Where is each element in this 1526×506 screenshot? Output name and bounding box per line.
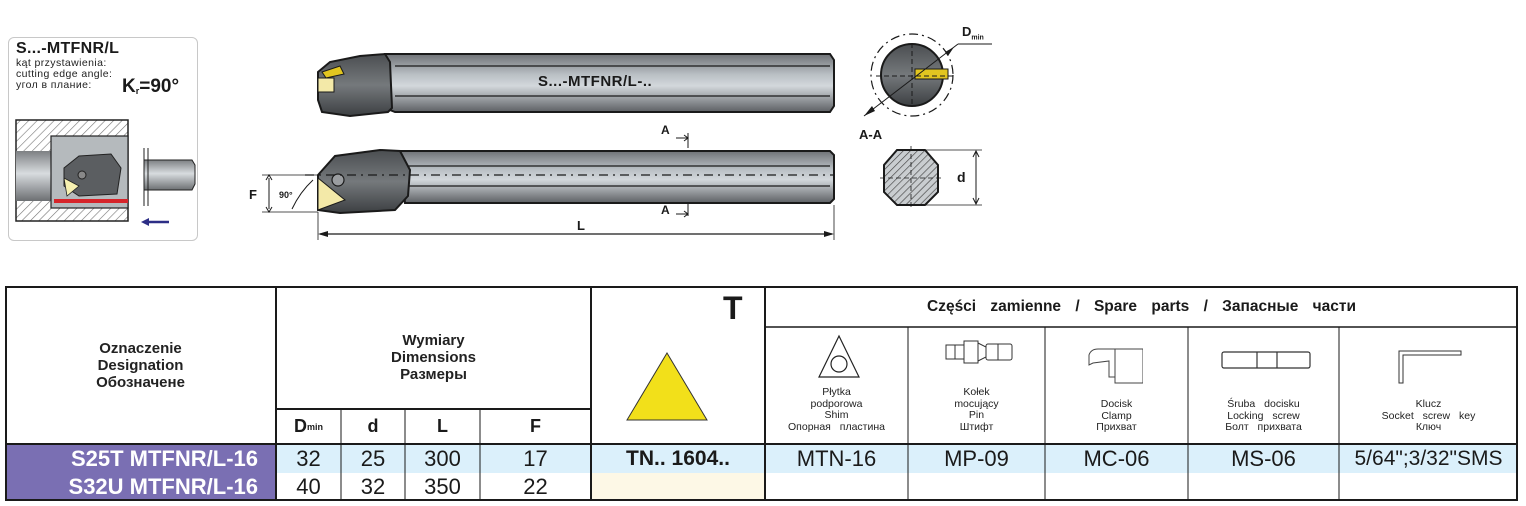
spare-value-clamp: MC-06 (1083, 445, 1150, 471)
l-label: L (577, 218, 585, 233)
kr-angle: Kr=90° (122, 76, 180, 97)
spare-part-clamp: Docisk Clamp Прихват (1045, 327, 1188, 444)
tool-top-view (317, 52, 835, 118)
insert-row2-bg (592, 473, 765, 500)
dimensions-header: Wymiary Dimensions Размеры (390, 332, 477, 383)
cell-l: 300 (424, 445, 461, 471)
tool-drawings (262, 33, 992, 240)
table-row-designation: S25T MTFNR/L-16 (70, 445, 258, 471)
section-label: A-A (859, 127, 883, 142)
section-marker-bottom: A (661, 203, 670, 217)
shank-section (880, 146, 982, 210)
spare-part-pin: Kołek mocujący Pin Штифт (908, 327, 1045, 444)
feed-arrow-icon (141, 218, 169, 226)
triangle-insert-icon (626, 352, 708, 421)
bar-label: S...-MTFNR/L-.. (538, 73, 653, 90)
info-card: S...-MTFNR/L kąt przystawienia: cutting … (8, 37, 198, 241)
locking-screw-icon (1221, 351, 1311, 369)
socket-key-icon (1398, 350, 1462, 384)
cell-f: 22 (523, 473, 548, 499)
pin-icon (945, 340, 1013, 364)
spare-value-pin: MP-09 (944, 445, 1009, 471)
cell-d: 25 (360, 445, 386, 471)
cell-l: 350 (424, 473, 461, 499)
designation-bg (5, 444, 276, 500)
d-label: d (957, 169, 966, 185)
clamp-icon (1088, 348, 1143, 384)
dmin-label: Dmin (962, 24, 984, 42)
spare-part-socket-key: Klucz Socket screw key Ключ (1339, 327, 1518, 444)
card-line-en: cutting edge angle: (16, 68, 113, 80)
f-label: F (249, 187, 257, 202)
section-a-a (863, 33, 992, 117)
insert-value: TN.. 1604.. (626, 446, 730, 470)
card-title: S...-MTFNR/L (16, 40, 120, 57)
col-header-d: d (367, 416, 379, 436)
col-header-f: F (530, 416, 541, 436)
section-marker-top: A (661, 123, 670, 137)
cell-dmin: 40 (296, 473, 321, 499)
spec-table: Oznaczenie Designation Обозначене Wymiar… (5, 286, 1518, 501)
spare-parts-title: Części zamienne / Spare parts / Запасные… (927, 297, 1356, 315)
tool-side-view (262, 133, 835, 240)
table-grid (5, 286, 1518, 501)
cell-d: 32 (360, 473, 386, 499)
boring-illustration (15, 119, 196, 226)
spare-part-shim: Płytka podporowa Shim Опорная пластина (765, 327, 908, 444)
card-line-ru: угол в плание: (16, 79, 92, 91)
spare-value-socket-key: 5/64";3/32"SMS (1354, 446, 1503, 470)
angle-label: 90° (279, 190, 293, 200)
col-header-l: L (437, 416, 448, 436)
cell-dmin: 32 (296, 445, 321, 471)
card-line-pl: kąt przystawienia: (16, 57, 107, 69)
shim-icon (818, 334, 860, 378)
cell-f: 17 (523, 445, 548, 471)
table-row-designation: S32U MTFNR/L-16 (68, 473, 258, 499)
insert-header: T (723, 290, 743, 326)
row1-bg (276, 444, 1518, 473)
spare-value-locking-screw: MS-06 (1231, 445, 1296, 471)
designation-header: Oznaczenie Designation Обозначене (96, 339, 185, 391)
spare-value-shim: MTN-16 (796, 445, 877, 471)
spare-part-locking-screw: Śruba docisku Locking screw Болт прихват… (1188, 327, 1339, 444)
